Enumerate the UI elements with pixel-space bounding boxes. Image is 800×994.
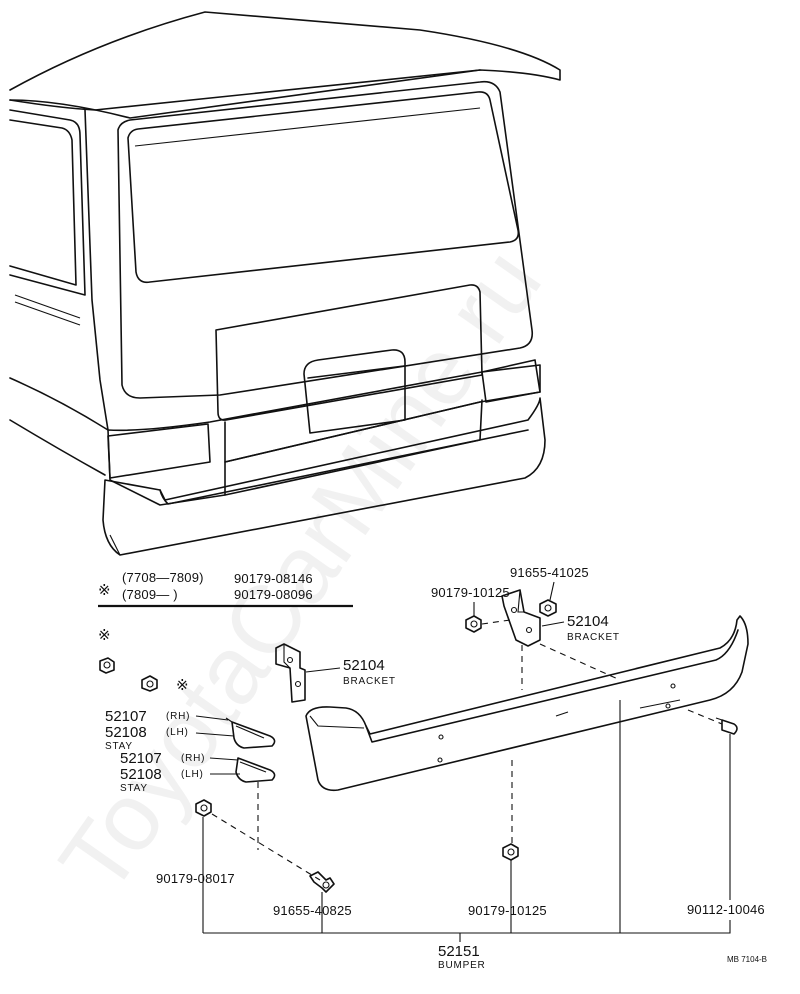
- leader-bracket-lh: [305, 667, 341, 673]
- stay-lower-icon: [235, 757, 276, 783]
- leader-stay1-rh: [195, 715, 229, 721]
- stay1-lh-side: (LH): [166, 727, 189, 738]
- nut-90179-10125-top-label: 90179-10125: [431, 585, 510, 600]
- legend-mark: ※: [98, 582, 111, 599]
- stay1-lh-number: 52108: [105, 724, 147, 741]
- assembly-line-top-nut: [481, 619, 511, 625]
- legend-row2-part: 90179-08096: [234, 587, 313, 602]
- nut-90179-10125-top-icon: [465, 615, 482, 633]
- stay1-rh-number: 52107: [105, 708, 147, 725]
- bracket-lh-icon: [275, 643, 306, 703]
- leader-bolt-41025: [549, 581, 555, 601]
- leader-bracket-rh: [541, 621, 565, 627]
- marker-left-1: ※: [98, 627, 111, 644]
- bracket-lh-name: BRACKET: [343, 676, 396, 687]
- stay-upper-icon: [225, 717, 276, 749]
- assembly-line-right-3: [687, 709, 723, 725]
- stay2-name: STAY: [120, 783, 148, 794]
- stay2-lh-side: (LH): [181, 769, 204, 780]
- diagram-code: MB 7104-B: [727, 955, 767, 964]
- leader-stay1-lh: [195, 732, 235, 737]
- assembly-line-right-2: [539, 643, 621, 681]
- stay1-rh-side: (RH): [166, 711, 190, 722]
- legend-row1-part: 90179-08146: [234, 571, 313, 586]
- nut-90179-08017-icon: [195, 799, 212, 817]
- bumper-name: BUMPER: [438, 960, 486, 971]
- nut-90179-10125-bottom-icon: [502, 843, 519, 861]
- bolt-91655-41025-label: 91655-41025: [510, 565, 589, 580]
- legend-row2-range: (7809— ): [122, 587, 178, 602]
- bracket-lh-number: 52104: [343, 657, 385, 674]
- nut-90179-10125-bottom-label: 90179-10125: [468, 903, 547, 918]
- bolt-91655-40825-label: 91655-40825: [273, 903, 352, 918]
- stay2-lh-number: 52108: [120, 766, 162, 783]
- stay2-rh-number: 52107: [120, 750, 162, 767]
- nut-marked-icon: [99, 657, 115, 674]
- bracket-rh-number: 52104: [567, 613, 609, 630]
- bracket-rh-icon: [501, 589, 541, 647]
- variant-legend: ※ (7708—7809) 90179-08146 (7809— ) 90179…: [98, 570, 353, 608]
- stay2-rh-side: (RH): [181, 753, 205, 764]
- marker-left-2: ※: [176, 677, 189, 694]
- bumper-assembly-bracket-line: [203, 920, 731, 934]
- legend-row1-range: (7708—7809): [122, 570, 204, 585]
- bracket-rh-name: BRACKET: [567, 632, 620, 643]
- bumper-icon: [305, 615, 749, 792]
- bolt-91655-40825-icon: [309, 871, 335, 893]
- bolt-90112-10046-icon: [715, 717, 738, 735]
- stay1-name: STAY: [105, 741, 133, 752]
- vehicle-rear-body: [9, 11, 561, 556]
- nut-flange-icon: [141, 675, 158, 692]
- bolt-90112-10046-label: 90112-10046: [687, 902, 765, 917]
- leader-stay2-rh: [209, 757, 239, 761]
- bumper-number: 52151: [438, 943, 480, 960]
- nut-90179-08017-label: 90179-08017: [156, 871, 235, 886]
- bolt-91655-41025-icon: [539, 599, 557, 617]
